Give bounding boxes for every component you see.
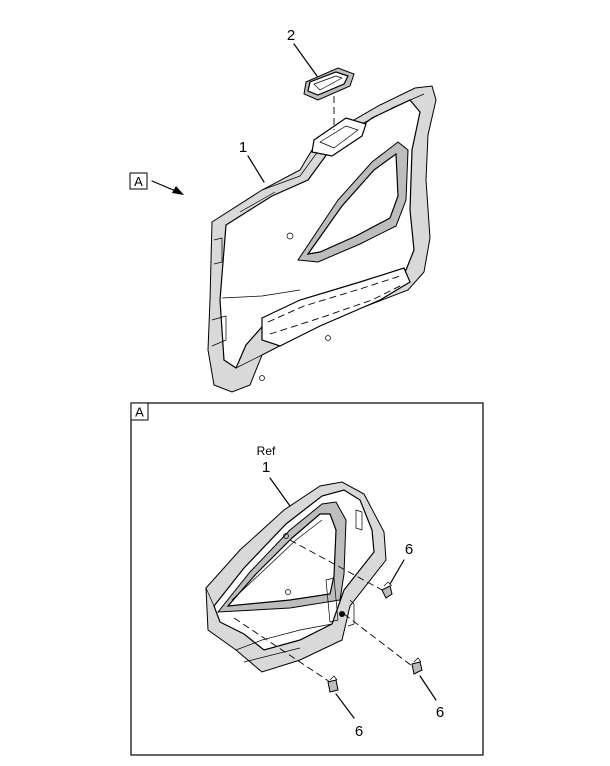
view-a-label-box	[129, 172, 148, 190]
view-a-arrowhead	[172, 186, 184, 195]
bezel-callout-leader	[293, 43, 318, 77]
detail-door-panel	[205, 481, 387, 673]
clip-a-callout-leader	[389, 559, 405, 585]
clip-c-callout-number: 6	[355, 723, 363, 740]
panel-callout-leader	[247, 155, 265, 183]
clip-c-install-line	[233, 617, 331, 683]
panel-callout-number: 1	[239, 139, 247, 156]
detail-view-frame	[130, 402, 484, 756]
door-trim-panel	[207, 85, 437, 393]
door-handle-bezel	[303, 67, 355, 101]
detail-panel-ref-word: Ref	[257, 444, 276, 458]
clip-b-callout-number: 6	[436, 704, 444, 721]
detail-view-label: A	[135, 405, 144, 420]
bezel-callout-number: 2	[287, 27, 295, 44]
clip-b-install-line	[343, 613, 413, 667]
retaining-clip-c	[327, 675, 339, 693]
detail-view-label-box	[130, 402, 149, 421]
clip-c-callout-leader	[335, 693, 355, 719]
clip-b-callout-leader	[419, 675, 437, 701]
view-a-label: A	[134, 174, 143, 189]
retaining-clip-a	[381, 581, 393, 599]
clip-a-callout-number: 6	[405, 541, 413, 558]
detail-panel-callout-leader	[269, 477, 291, 507]
clip-a-install-line	[289, 539, 383, 591]
detail-panel-callout-number: 1	[262, 459, 270, 476]
retaining-clip-b	[411, 657, 423, 675]
